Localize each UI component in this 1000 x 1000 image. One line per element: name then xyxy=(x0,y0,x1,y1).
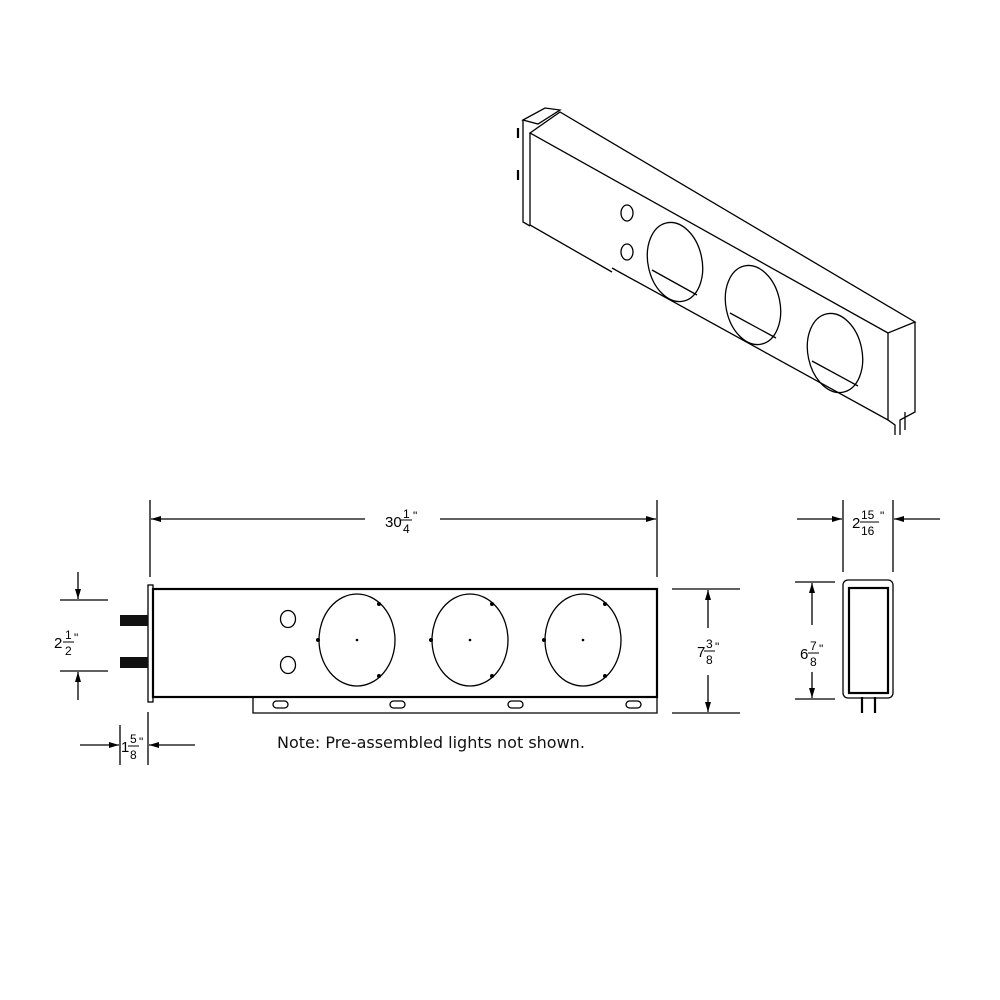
mounting-hole xyxy=(603,602,607,606)
svg-text:": " xyxy=(139,735,143,749)
svg-text:1: 1 xyxy=(65,628,72,642)
note-text: Note: Pre-assembled lights not shown. xyxy=(277,733,585,752)
light-hole xyxy=(542,593,622,687)
svg-text:": " xyxy=(413,509,417,523)
mounting-hole xyxy=(316,638,320,642)
mounting-hole xyxy=(490,602,494,606)
iso-light-hole xyxy=(806,312,864,394)
light-hole xyxy=(429,593,509,687)
front-view xyxy=(120,584,659,714)
svg-text:7: 7 xyxy=(697,644,705,661)
side-view xyxy=(842,579,894,713)
svg-text:4: 4 xyxy=(403,522,410,536)
isometric-view xyxy=(516,107,917,435)
svg-text:7: 7 xyxy=(810,639,817,653)
mounting-hole xyxy=(377,674,381,678)
mounting-hole xyxy=(468,638,472,642)
svg-text:": " xyxy=(880,509,884,523)
svg-text:": " xyxy=(715,640,719,654)
svg-text:": " xyxy=(819,642,823,656)
dim-overall-length: 30 1 4 " xyxy=(149,500,658,577)
light-hole xyxy=(316,593,396,687)
svg-text:16: 16 xyxy=(861,524,875,538)
dim-front-height: 7 3 8 " xyxy=(672,588,740,714)
mounting-hole xyxy=(603,674,607,678)
dim-stud-spacing: 2 1 2 " xyxy=(54,572,108,700)
mounting-hole xyxy=(542,638,546,642)
svg-text:1: 1 xyxy=(121,739,129,756)
svg-text:": " xyxy=(74,631,78,645)
svg-text:15: 15 xyxy=(861,508,875,522)
svg-text:6: 6 xyxy=(800,646,808,663)
dim-depth: 2 15 16 " xyxy=(797,500,940,572)
dim-stud-length: 1 5 8 " xyxy=(80,712,195,765)
svg-text:8: 8 xyxy=(706,653,713,667)
stud xyxy=(120,615,148,626)
iso-light-hole xyxy=(646,221,704,303)
svg-text:3: 3 xyxy=(706,637,713,651)
svg-text:2: 2 xyxy=(54,635,62,652)
svg-text:1: 1 xyxy=(403,507,410,521)
mounting-hole xyxy=(429,638,433,642)
iso-light-hole xyxy=(724,264,782,346)
mounting-hole xyxy=(355,638,359,642)
mounting-hole xyxy=(581,638,585,642)
svg-text:8: 8 xyxy=(130,748,137,762)
svg-text:2: 2 xyxy=(65,644,72,658)
dim-side-height: 6 7 8 " xyxy=(795,581,835,700)
mounting-hole xyxy=(377,602,381,606)
svg-text:5: 5 xyxy=(130,732,137,746)
stud xyxy=(120,657,148,668)
mounting-hole xyxy=(490,674,494,678)
svg-text:2: 2 xyxy=(852,515,860,532)
svg-text:8: 8 xyxy=(810,655,817,669)
svg-text:30: 30 xyxy=(385,514,402,531)
